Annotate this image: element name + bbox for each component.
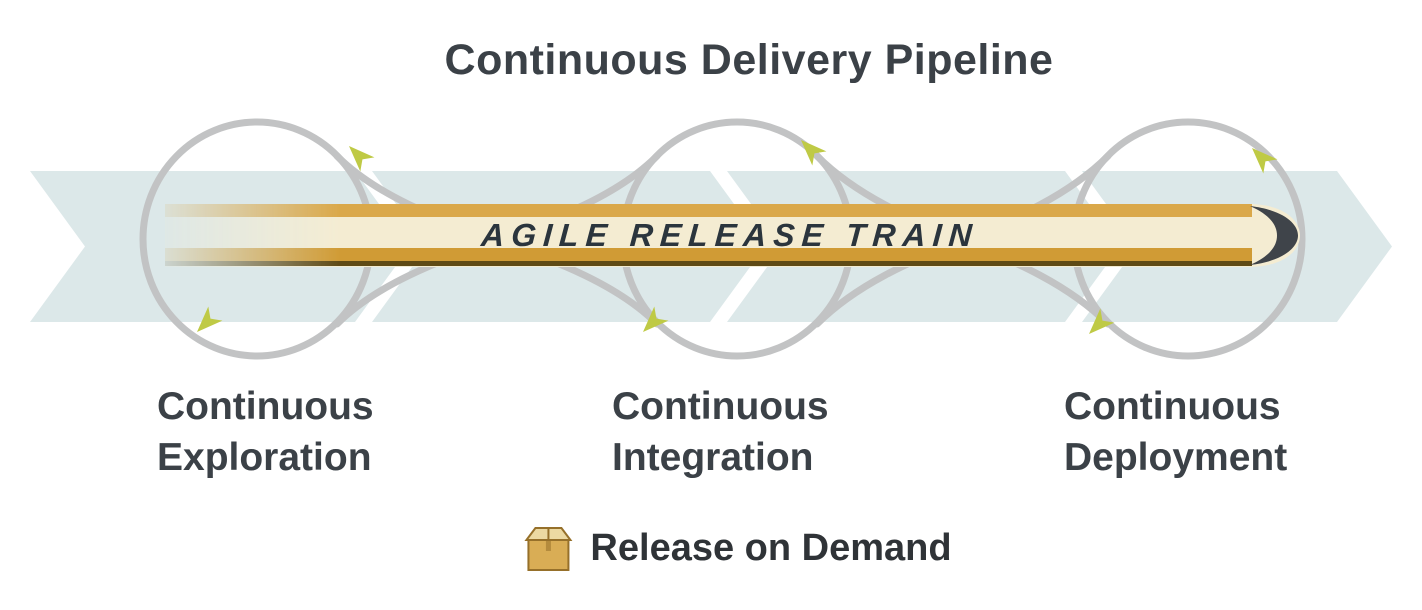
flow-arrowhead-icon xyxy=(1089,308,1115,334)
flow-arrowhead-icon xyxy=(197,306,223,332)
stage-line: Integration xyxy=(612,436,814,479)
stage-label-continuous-integration: Continuous Integration xyxy=(612,381,829,483)
stage-line: Exploration xyxy=(157,436,372,479)
flow-arrowhead-icon xyxy=(349,146,375,172)
stage-label-continuous-deployment: Continuous Deployment xyxy=(1064,381,1287,483)
stage-line: Deployment xyxy=(1064,436,1288,479)
diagram-title: Continuous Delivery Pipeline xyxy=(444,36,1054,84)
stage-label-continuous-exploration: Continuous Exploration xyxy=(157,381,374,483)
train-nose-tip xyxy=(1250,206,1298,265)
train-bottom-stripe xyxy=(165,248,1252,261)
package-icon xyxy=(524,527,573,571)
flow-arrowheads xyxy=(197,140,1278,334)
train-top-stripe xyxy=(165,204,1252,217)
stage-line: Continuous xyxy=(157,385,374,428)
flow-arrowhead-icon xyxy=(643,306,669,332)
release-on-demand: Release on Demand xyxy=(524,522,952,574)
stage-line: Continuous xyxy=(1064,385,1281,428)
agile-release-train xyxy=(165,204,1300,267)
train-label: AGILE RELEASE TRAIN xyxy=(480,217,981,253)
train-underline xyxy=(165,261,1252,266)
stage-line: Continuous xyxy=(612,385,829,428)
flow-arrowhead-icon xyxy=(801,140,827,166)
release-label: Release on Demand xyxy=(590,526,952,569)
flow-arrowhead-icon xyxy=(1252,148,1278,174)
